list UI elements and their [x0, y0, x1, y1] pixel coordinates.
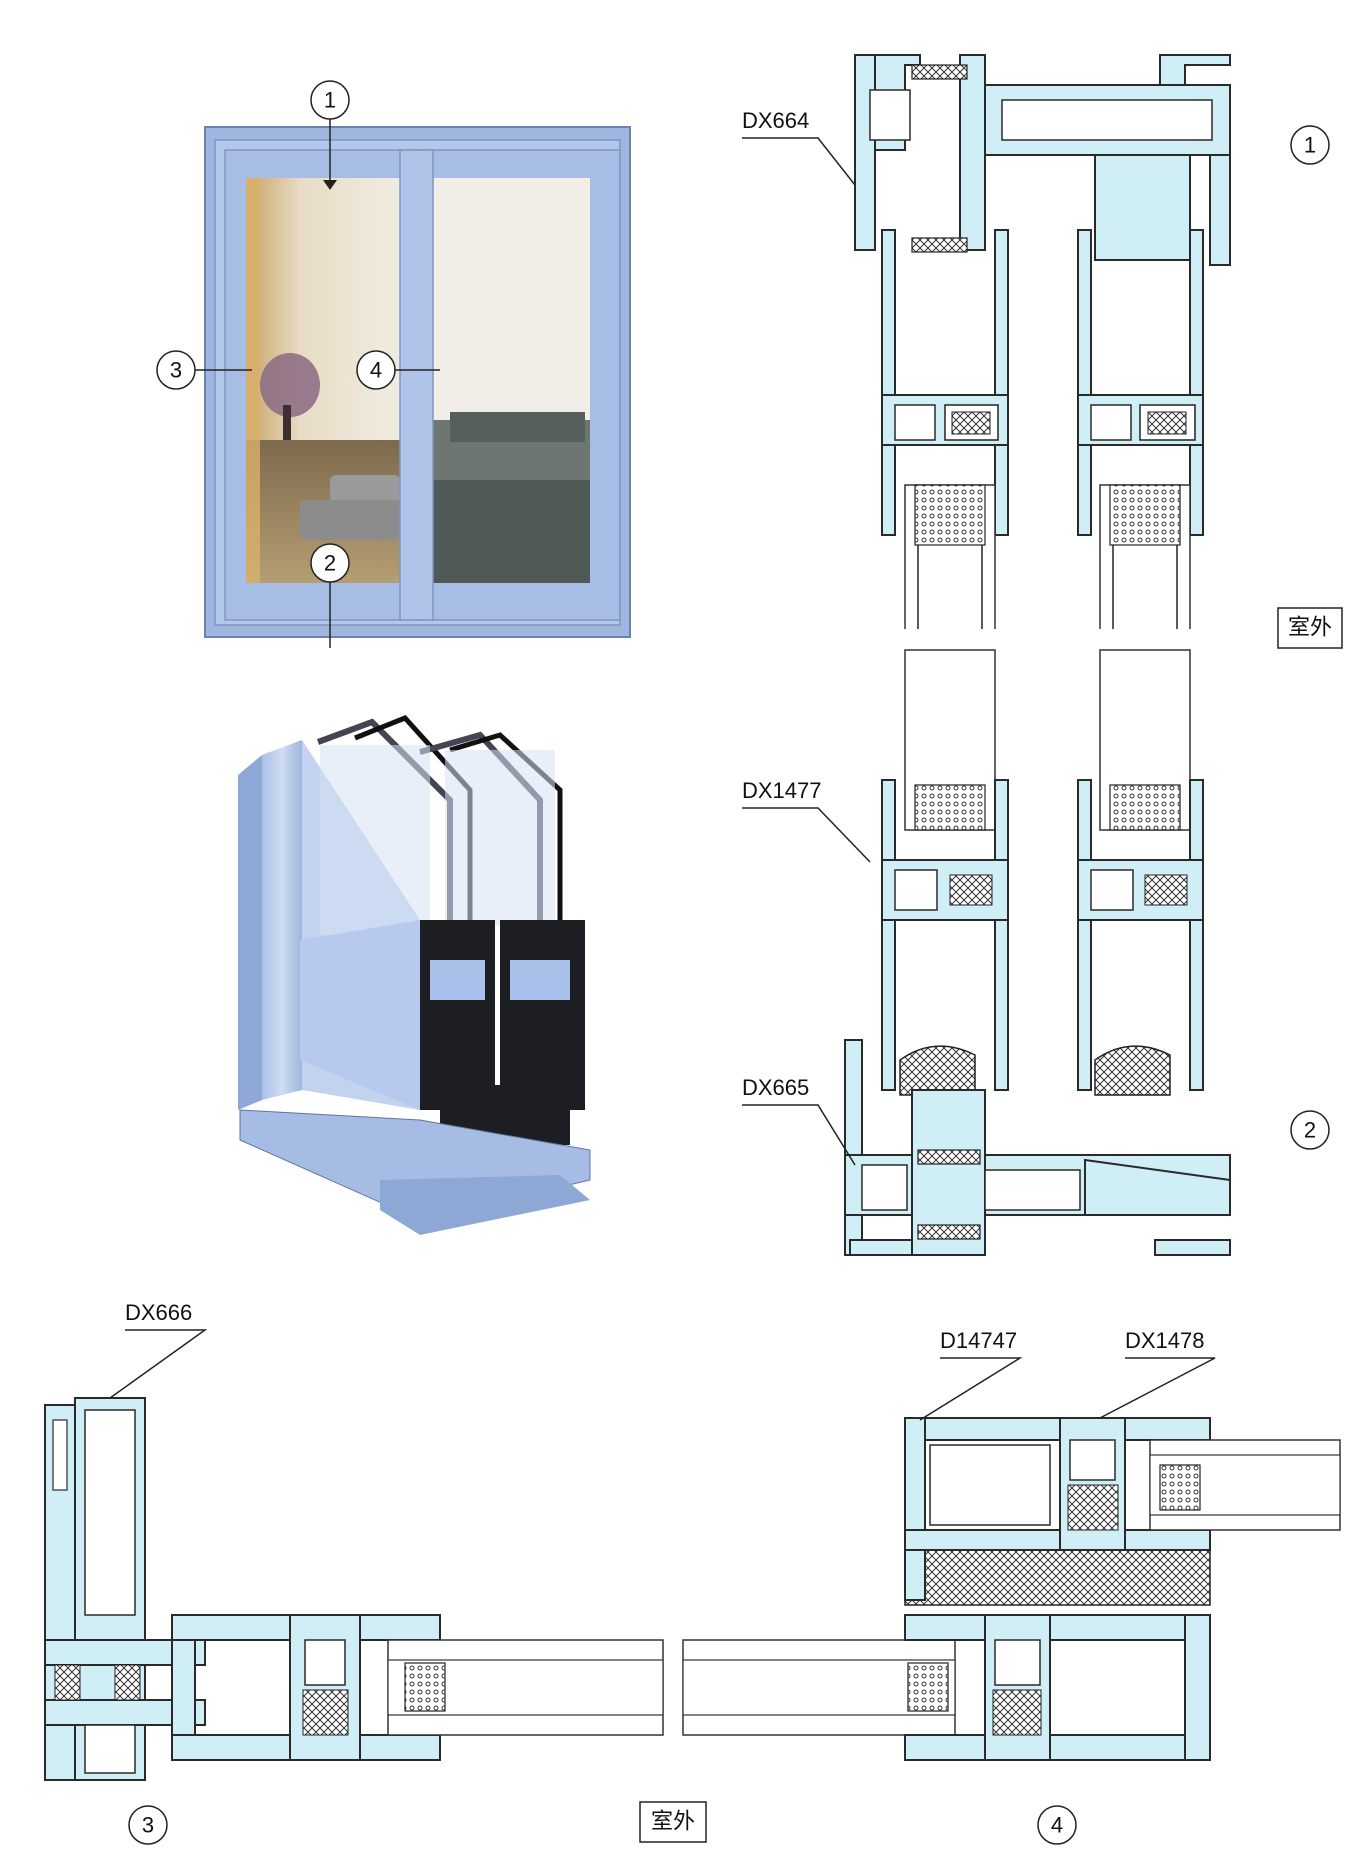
sliding-door-photo	[190, 118, 631, 648]
outdoor-label-bottom: 室外	[639, 1801, 707, 1843]
label-dx666: DX666	[125, 1300, 192, 1325]
svg-text:3: 3	[142, 1813, 154, 1838]
label-dx664: DX664	[742, 108, 809, 133]
svg-text:DX666: DX666	[125, 1300, 192, 1325]
marker-3-photo: 3	[156, 350, 196, 390]
label-dx1478: DX1478	[1125, 1328, 1205, 1353]
horizontal-section-drawing	[44, 1329, 1341, 1781]
svg-text:1: 1	[324, 88, 336, 113]
svg-text:4: 4	[370, 358, 382, 383]
svg-text:2: 2	[1304, 1118, 1316, 1143]
svg-text:DX1477: DX1477	[742, 778, 822, 803]
marker-4-section: 4	[1037, 1805, 1077, 1845]
marker-2-photo: 2	[310, 543, 350, 583]
svg-text:DX665: DX665	[742, 1075, 809, 1100]
marker-2-section: 2	[1290, 1110, 1330, 1150]
label-dx665: DX665	[742, 1075, 809, 1100]
profile-cutaway-render	[238, 715, 591, 1235]
svg-text:4: 4	[1051, 1813, 1063, 1838]
marker-3-section: 3	[128, 1805, 168, 1845]
marker-1-section: 1	[1290, 125, 1330, 165]
svg-text:1: 1	[1304, 133, 1316, 158]
svg-text:室外: 室外	[1288, 616, 1332, 641]
svg-text:3: 3	[170, 358, 182, 383]
marker-1-photo: 1	[310, 80, 350, 120]
outdoor-label-right: 室外	[1277, 607, 1343, 649]
marker-4-photo: 4	[356, 350, 396, 390]
vertical-section-drawing	[742, 54, 1231, 1256]
svg-text:2: 2	[324, 551, 336, 576]
svg-text:DX1478: DX1478	[1125, 1328, 1205, 1353]
svg-text:D14747: D14747	[940, 1328, 1017, 1353]
svg-text:室外: 室外	[651, 1810, 695, 1835]
label-dx1477: DX1477	[742, 778, 822, 803]
label-d14747: D14747	[940, 1328, 1017, 1353]
svg-text:DX664: DX664	[742, 108, 809, 133]
